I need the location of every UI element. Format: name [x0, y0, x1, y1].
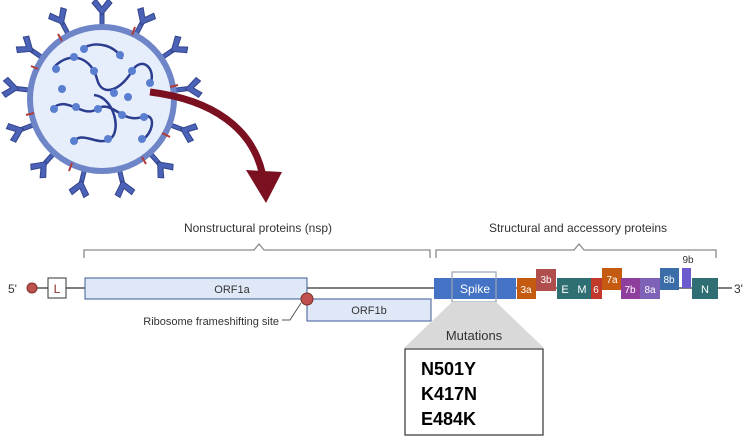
gene-M-label: M [577, 284, 586, 296]
gene-9b [682, 268, 691, 288]
gene-N-label: N [701, 284, 709, 296]
mutations-box [404, 348, 544, 436]
virus-spikes [1, 0, 203, 199]
virus-icon [1, 0, 203, 199]
gene-6 [591, 278, 602, 299]
gene-N [692, 278, 718, 299]
gene-orf1a [84, 277, 308, 300]
gene-3a [517, 278, 536, 299]
structural-label: Structural and accessory proteins [489, 221, 667, 235]
frameshift-label: Ribosome frameshifting site [143, 316, 279, 328]
gene-orf1a-label: ORF1a [214, 284, 250, 296]
five-prime-cap-icon [26, 282, 38, 294]
gene-8a [640, 278, 660, 299]
virus-nucleocapsid-beads [50, 45, 154, 145]
gene-orf1b [306, 298, 432, 322]
zoom-arrow [149, 88, 282, 203]
frameshift-site-icon [300, 292, 314, 306]
nsp-label: Nonstructural proteins (nsp) [184, 221, 332, 235]
gene-L [47, 277, 67, 299]
mutation-item: E484K [421, 409, 476, 429]
five-prime-label: 5' [8, 282, 17, 296]
gene-E-label: E [561, 284, 568, 296]
structural-brace [435, 242, 717, 258]
gene-M [573, 278, 591, 299]
virus-membrane-proteins [25, 26, 179, 172]
gene-7a-label: 7a [606, 275, 618, 286]
gene-spike-label: Spike [460, 282, 490, 296]
gene-9b-label: 9b [682, 255, 694, 266]
gene-L-label: L [54, 282, 61, 296]
gene-7a [602, 268, 622, 290]
mutation-item: N501Y [421, 359, 476, 379]
gene-7b [621, 278, 640, 299]
mutations-callout-pointer [404, 302, 544, 348]
gene-6-label: 6 [593, 285, 599, 296]
gene-8b-label: 8b [663, 275, 675, 286]
gene-3b-label: 3b [540, 275, 552, 286]
gene-7b-label: 7b [624, 285, 636, 296]
gene-8b [660, 268, 679, 290]
frameshift-leader-line [282, 302, 302, 321]
gene-orf1b-label: ORF1b [351, 305, 386, 317]
three-prime-label: 3' [734, 282, 743, 296]
gene-8a-label: 8a [644, 285, 656, 296]
gene-3b [536, 269, 556, 291]
mutations-title: Mutations [446, 328, 503, 343]
gene-3a-label: 3a [520, 285, 532, 296]
gene-E [557, 278, 573, 299]
mutation-item: K417N [421, 384, 477, 404]
nsp-brace [83, 242, 431, 258]
